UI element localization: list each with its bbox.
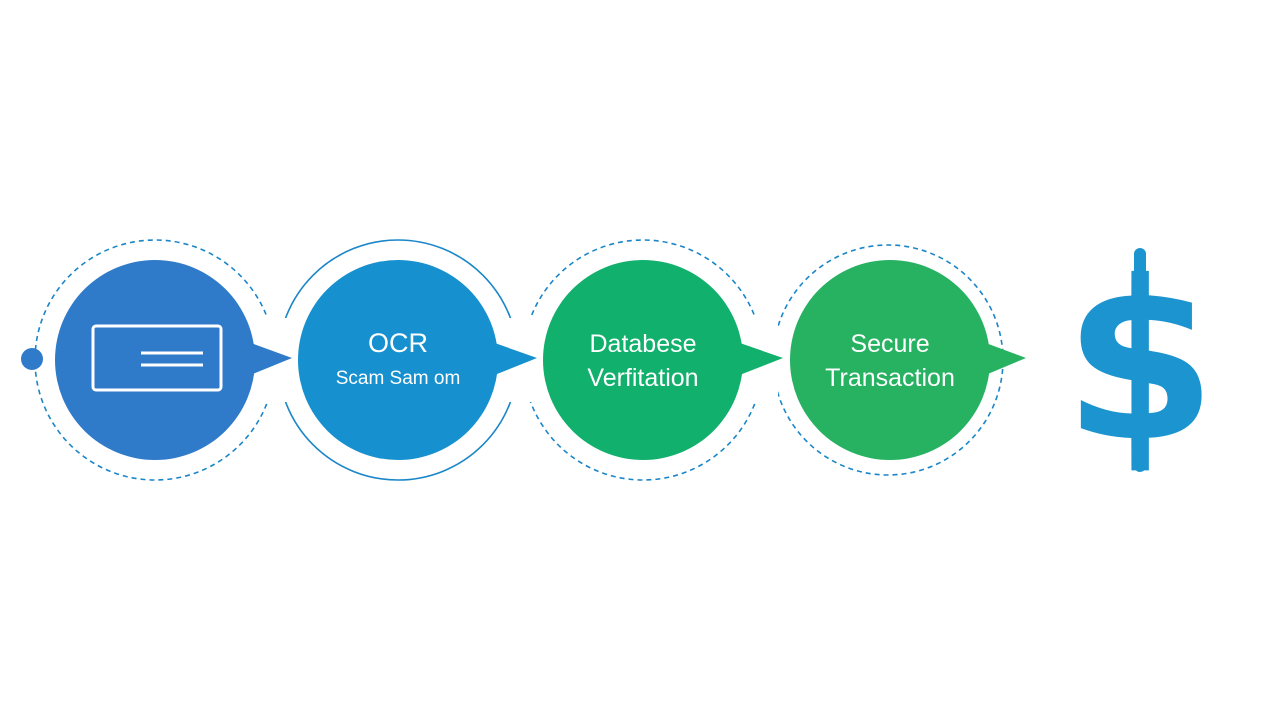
step-secure-transaction: Secure Transaction bbox=[790, 260, 1026, 460]
step-circle-ocr bbox=[298, 260, 498, 460]
card-icon bbox=[91, 324, 223, 392]
step-database-verification: Databese Verfitation bbox=[543, 260, 783, 460]
verification-title: Verfitation bbox=[587, 364, 698, 392]
secure-title: Secure bbox=[850, 330, 929, 358]
database-title: Databese bbox=[589, 330, 696, 358]
svg-text:$: $ bbox=[1063, 234, 1216, 490]
start-dot bbox=[21, 348, 43, 370]
ocr-subtitle: Scam Sam om bbox=[336, 368, 461, 389]
ocr-title: OCR bbox=[368, 328, 428, 358]
step-circle-scan bbox=[55, 260, 255, 460]
arrow-4 bbox=[983, 342, 1026, 376]
step-scan bbox=[55, 260, 292, 460]
dollar-icon: $ bbox=[1063, 234, 1216, 490]
arrow-1 bbox=[248, 342, 292, 376]
arrow-2 bbox=[492, 342, 537, 376]
transaction-title: Transaction bbox=[825, 364, 955, 392]
step-circle-database bbox=[543, 260, 743, 460]
step-circle-secure bbox=[790, 260, 990, 460]
arrow-3 bbox=[737, 342, 783, 376]
step-ocr: OCR Scam Sam om bbox=[298, 260, 537, 460]
